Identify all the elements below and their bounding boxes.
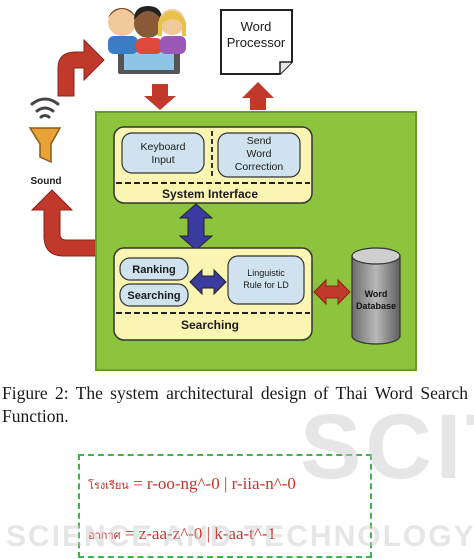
example-2-mapping: = z-aa-z^-0 | k-aa-t^-1 bbox=[120, 524, 277, 543]
sound-node: Sound bbox=[28, 97, 62, 187]
users-illustration bbox=[108, 6, 186, 74]
example-box: โรงเรียน = r-oo-ng^-0 | r-iia-n^-0 อากาศ… bbox=[78, 454, 372, 558]
arrow-up-to-word-processor bbox=[242, 82, 274, 110]
example-1-mapping: = r-oo-ng^-0 | r-iia-n^-0 bbox=[128, 474, 296, 493]
sound-label: Sound bbox=[30, 176, 61, 187]
ranking-label: Ranking bbox=[132, 264, 175, 276]
arrow-searching-database bbox=[313, 278, 351, 306]
example-2-thai: อากาศ bbox=[88, 530, 121, 542]
linguistic-rule-box bbox=[227, 255, 305, 305]
funnel-icon bbox=[28, 127, 62, 164]
system-interface-label: System Interface bbox=[162, 187, 258, 201]
arrow-system-to-sound bbox=[30, 189, 97, 257]
ranking-box bbox=[119, 257, 189, 281]
arrow-users-down bbox=[144, 84, 176, 110]
figure-caption: Figure 2: The system architectural desig… bbox=[2, 383, 468, 426]
example-line-2: อากาศ = z-aa-z^-0 | k-aa-t^-1 bbox=[88, 524, 276, 544]
arrow-search-linguistic bbox=[189, 268, 227, 296]
example-1-thai: โรงเรียน bbox=[88, 480, 129, 492]
searching-item-label: Searching bbox=[127, 290, 180, 302]
sound-waves-icon bbox=[30, 97, 60, 119]
searching-panel-label: Searching bbox=[181, 318, 239, 332]
arrow-sound-to-users bbox=[57, 38, 105, 97]
searching-item-box bbox=[119, 283, 189, 307]
example-line-1: โรงเรียน = r-oo-ng^-0 | r-iia-n^-0 bbox=[88, 474, 296, 494]
send-word-correction-box bbox=[217, 132, 301, 178]
keyboard-input-box bbox=[121, 132, 205, 174]
